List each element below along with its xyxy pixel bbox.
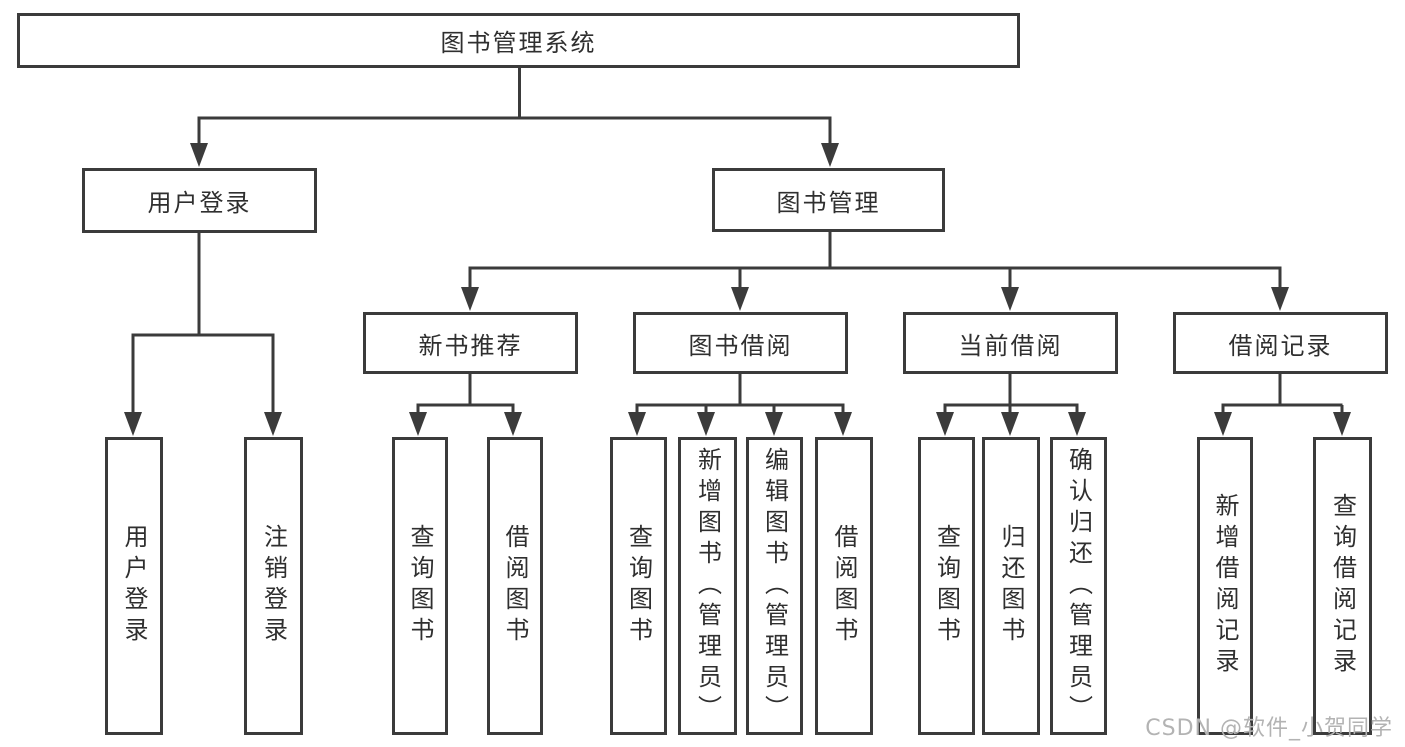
leaf-current-confirm-return-admin-label: 确认归还（管理员） [1064,446,1093,726]
node-library-system: 图书管理系统 [17,13,1020,68]
node-library-system-label: 图书管理系统 [440,29,597,57]
node-current-borrowing: 当前借阅 [903,312,1118,374]
node-borrowing-records-label: 借阅记录 [1228,331,1333,360]
leaf-records-query-record: 查询借阅记录 [1313,437,1372,735]
leaf-logout: 注销登录 [244,437,303,735]
leaf-borrowing-add-books-admin: 新增图书（管理员） [678,437,737,735]
leaf-records-add-record-label: 新增借阅记录 [1211,493,1239,679]
leaf-newrec-borrow-books: 借阅图书 [487,437,543,735]
node-current-borrowing-label: 当前借阅 [958,331,1063,360]
leaf-records-add-record: 新增借阅记录 [1197,437,1253,735]
leaf-borrowing-query-books-label: 查询图书 [624,524,653,648]
leaf-borrowing-query-books: 查询图书 [610,437,667,735]
leaf-user-login-label: 用户登录 [120,524,148,648]
leaf-records-query-record-label: 查询借阅记录 [1328,493,1357,679]
arrowheads [124,143,1351,436]
node-new-book-recommend: 新书推荐 [363,312,578,374]
leaf-newrec-query-books: 查询图书 [392,437,448,735]
node-book-management-label: 图书管理 [776,188,881,217]
leaf-newrec-borrow-books-label: 借阅图书 [501,524,529,648]
leaf-current-confirm-return-admin: 确认归还（管理员） [1050,437,1107,735]
node-book-borrowing: 图书借阅 [633,312,848,374]
node-book-borrowing-label: 图书借阅 [688,331,793,360]
leaf-borrowing-edit-books-admin-label: 编辑图书（管理员） [760,446,789,726]
leaf-newrec-query-books-label: 查询图书 [406,524,434,648]
node-book-management: 图书管理 [712,168,945,232]
leaf-current-return-books: 归还图书 [982,437,1040,735]
leaf-current-query-books-label: 查询图书 [932,524,961,648]
leaf-current-query-books: 查询图书 [918,437,975,735]
node-new-book-recommend-label: 新书推荐 [418,331,523,360]
leaf-borrowing-borrow-books: 借阅图书 [815,437,873,735]
csdn-watermark: CSDN @软件_小贺同学 [1145,716,1393,741]
node-borrowing-records: 借阅记录 [1173,312,1388,374]
leaf-logout-label: 注销登录 [259,524,288,648]
leaf-borrowing-borrow-books-label: 借阅图书 [830,524,858,648]
node-user-login: 用户登录 [82,168,317,233]
node-user-login-label: 用户登录 [147,189,252,217]
connector-segments [131,68,1344,414]
leaf-user-login: 用户登录 [105,437,163,735]
leaf-current-return-books-label: 归还图书 [997,524,1025,648]
leaf-borrowing-add-books-admin-label: 新增图书（管理员） [693,446,722,726]
leaf-borrowing-edit-books-admin: 编辑图书（管理员） [746,437,803,735]
